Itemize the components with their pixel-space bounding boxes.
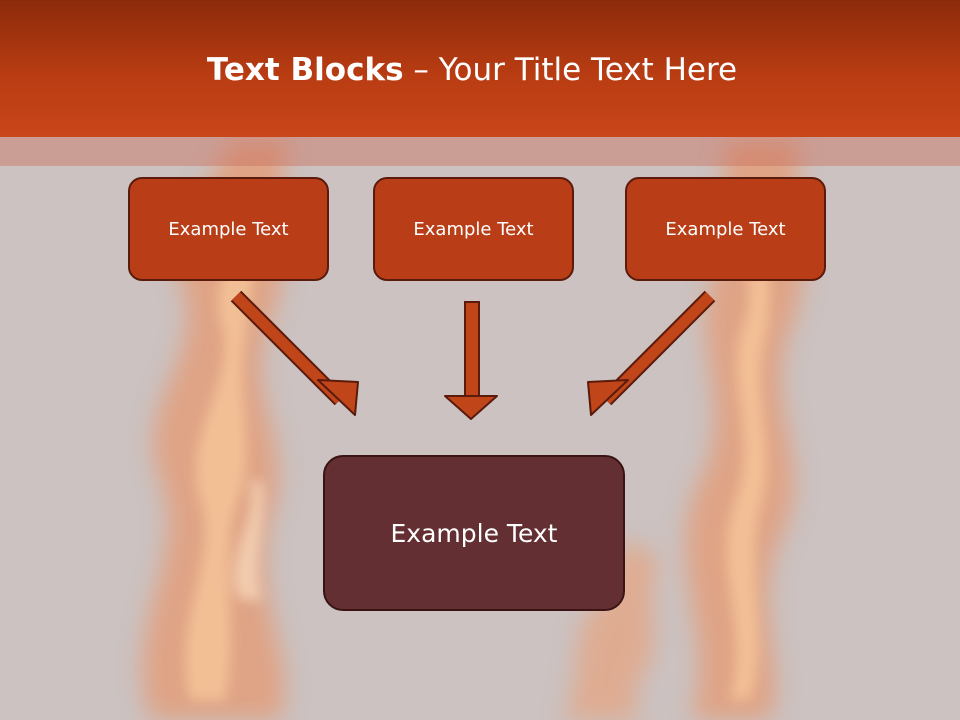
title-band	[0, 137, 960, 166]
arrow-left-diagonal	[230, 290, 359, 416]
main-text-block[interactable]: Example Text	[323, 455, 625, 611]
title-bold-text: Text Blocks	[206, 52, 404, 88]
text-block-1[interactable]: Example Text	[128, 177, 329, 281]
text-block-3-label: Example Text	[665, 218, 786, 240]
title-bar	[0, 0, 960, 137]
arrow-right-diagonal	[587, 290, 716, 416]
text-block-2[interactable]: Example Text	[373, 177, 574, 281]
text-block-2-label: Example Text	[413, 218, 534, 240]
title-rest-text: – Your Title Text Here	[403, 52, 738, 88]
arrow-center-down	[444, 301, 498, 420]
text-block-1-label: Example Text	[168, 218, 289, 240]
slide-title: Text Blocks – Your Title Text Here	[0, 52, 944, 88]
main-text-block-label: Example Text	[390, 518, 558, 548]
text-block-3[interactable]: Example Text	[625, 177, 826, 281]
